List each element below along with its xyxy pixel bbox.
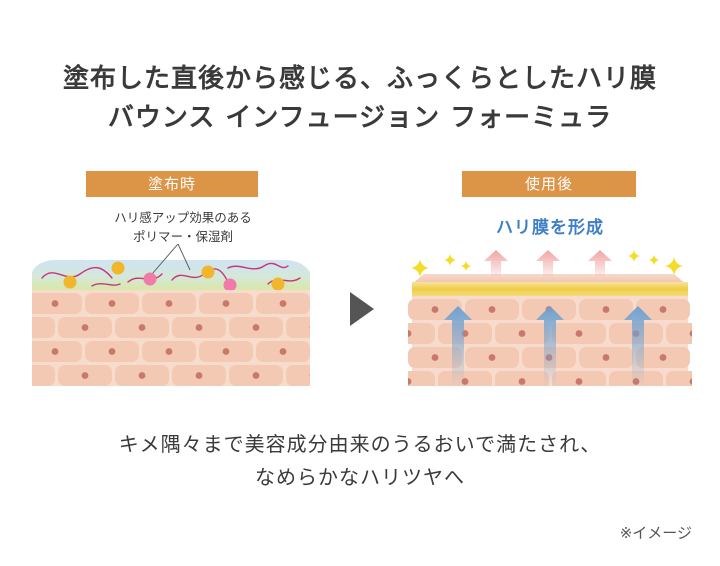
cell-nucleus — [195, 372, 203, 379]
skin-cell — [286, 317, 310, 338]
polymer-note-line-1: ハリ感アップ効果のある — [114, 210, 252, 225]
cell-nucleus — [431, 306, 439, 313]
skin-cells — [32, 293, 310, 386]
cell-nucleus — [488, 354, 496, 361]
cell-nucleus — [689, 378, 692, 385]
skin-cell — [408, 323, 435, 344]
caption-line-1: キメ隅々まで美容成分由来のうるおいで満たされ、 — [118, 432, 602, 456]
skin-cell — [666, 323, 692, 344]
cell-nucleus — [408, 330, 412, 337]
cell-nucleus — [279, 300, 287, 307]
cell-nucleus — [81, 372, 89, 379]
skin-cell — [286, 365, 310, 386]
cell-nucleus — [689, 330, 692, 337]
cell-nucleus — [165, 300, 173, 307]
cell-nucleus — [575, 378, 583, 385]
after-label: 使用後 — [462, 171, 636, 197]
next-arrow-icon — [350, 292, 374, 326]
cell-nucleus — [279, 348, 287, 355]
cell-nucleus — [659, 354, 667, 361]
skin-cell — [666, 371, 692, 386]
cell-nucleus — [488, 306, 496, 313]
cell-nucleus — [81, 324, 89, 331]
cell-nucleus — [309, 373, 310, 378]
firming-film — [412, 282, 688, 296]
firming-membrane — [412, 274, 686, 284]
cell-nucleus — [138, 324, 146, 331]
skin-cell — [32, 317, 55, 338]
pointer-lines — [151, 244, 191, 275]
cell-nucleus — [222, 348, 230, 355]
cell-nucleus — [431, 354, 439, 361]
headline-line-1: 塗布した直後から感じる、ふっくらとしたハリ膜 — [62, 64, 657, 94]
cell-nucleus — [51, 300, 59, 307]
skin-before-illustration — [32, 244, 310, 386]
cell-nucleus — [108, 348, 116, 355]
cell-nucleus — [602, 354, 610, 361]
skin-after-illustration — [408, 250, 692, 386]
cell-nucleus — [659, 306, 667, 313]
skin-cell — [32, 365, 55, 386]
cell-nucleus — [408, 378, 412, 385]
cell-nucleus — [518, 330, 526, 337]
upward-blue-arrows — [444, 306, 652, 386]
cell-nucleus — [51, 348, 59, 355]
upward-pink-arrows — [484, 250, 612, 276]
cell-nucleus — [165, 348, 173, 355]
cell-nucleus — [252, 372, 260, 379]
before-label: 塗布時 — [86, 171, 258, 197]
image-note: ※イメージ — [619, 524, 692, 542]
cell-nucleus — [195, 324, 203, 331]
sparkle-icons — [411, 250, 683, 277]
cell-nucleus — [222, 300, 230, 307]
headline-line-2: バウンス インフュージョン フォーミュラ — [107, 103, 613, 133]
caption-line-2: なめらかなハリツヤへ — [255, 465, 465, 489]
cell-nucleus — [602, 306, 610, 313]
cell-nucleus — [252, 324, 260, 331]
cell-nucleus — [518, 378, 526, 385]
skin-cell — [408, 371, 435, 386]
cell-nucleus — [309, 325, 310, 330]
polymer-note-line-2: ポリマー・保湿剤 — [132, 229, 233, 244]
serum-layer — [32, 260, 310, 290]
firming-film-label: ハリ膜を形成 — [496, 218, 604, 238]
cell-nucleus — [138, 372, 146, 379]
moisturizer-beads — [63, 261, 285, 292]
cell-nucleus — [108, 300, 116, 307]
cell-nucleus — [575, 330, 583, 337]
